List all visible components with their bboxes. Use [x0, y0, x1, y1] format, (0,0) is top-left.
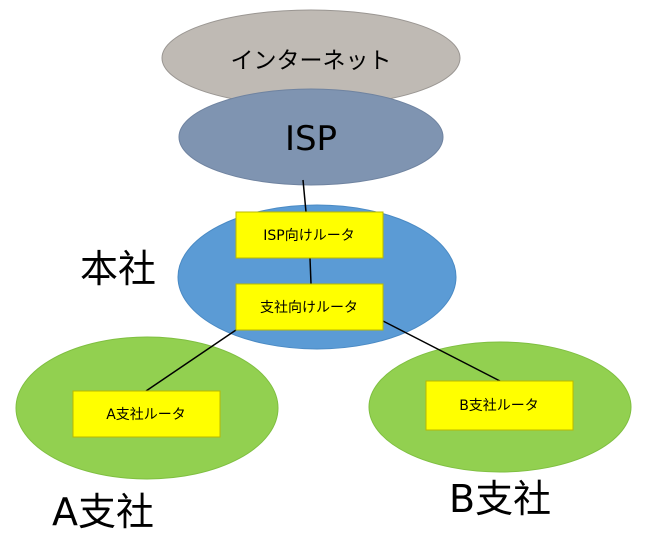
internet-label: インターネット	[231, 48, 392, 74]
hq-label: 本社	[80, 247, 156, 291]
a-router-box	[72, 390, 221, 438]
branch-router-box	[235, 283, 384, 331]
branch-a-label: A支社	[52, 490, 154, 534]
branch-router-label: 支社向けルータ	[260, 300, 358, 316]
b-router-box	[425, 380, 574, 431]
link-branch-router-to-b-router	[382, 320, 501, 382]
isp-label: ISP	[285, 119, 337, 159]
a-router-label: A支社ルータ	[106, 407, 186, 423]
isp-router-box	[235, 211, 384, 259]
isp-ellipse	[178, 88, 444, 186]
link-isp-router-to-branch-router	[309, 257, 312, 285]
branch-b-label: B支社	[449, 477, 551, 521]
isp-router-label: ISP向けルータ	[263, 228, 354, 244]
b-router-label: B支社ルータ	[459, 398, 539, 414]
link-branch-router-to-a-router	[145, 329, 237, 392]
link-isp-to-isp-router	[302, 179, 307, 213]
